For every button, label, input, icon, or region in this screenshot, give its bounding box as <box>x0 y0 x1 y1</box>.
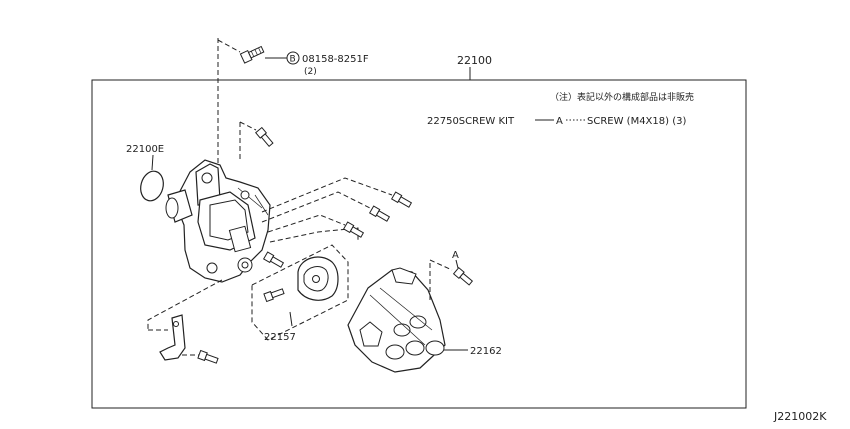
cap-screw-ref: A <box>452 250 459 261</box>
rotor-kit-label: 22157 <box>264 332 296 343</box>
screw-kit-screw: SCREW (M4X18) (3) <box>587 116 686 127</box>
housing-screw-top <box>239 121 274 160</box>
cap-label: 22162 <box>470 346 502 357</box>
o-ring-leader <box>151 154 154 171</box>
drawing-code: J221002K <box>773 410 827 423</box>
screw-kit-callout: 22750SCREW KIT A SCREW (M4X18) (3) <box>427 116 686 127</box>
bolt-prefix: B <box>290 55 296 65</box>
rotor-kit-part: 22157 <box>251 244 349 343</box>
screw-icon <box>342 221 365 238</box>
bracket-assembly <box>147 279 223 364</box>
assembly-number-label: 22100 <box>457 54 492 67</box>
screw-icon <box>197 349 219 364</box>
bolt-prefix-circle <box>286 51 300 65</box>
bolt-part-number: 08158-8251F <box>302 54 369 65</box>
screw-icon <box>262 251 285 268</box>
rotor-kit-outline <box>251 244 349 341</box>
distributor-housing <box>165 159 271 283</box>
screw-kit-ref: A <box>556 116 563 127</box>
screw-icon <box>368 205 391 222</box>
screw-kit-part: 22750SCREW KIT <box>427 116 515 127</box>
bolt-callout: B 08158-8251F (2) <box>217 38 369 238</box>
distributor-cap-part: 22162 <box>347 267 502 373</box>
o-ring-icon <box>140 170 164 202</box>
housing-screws-right <box>261 177 413 268</box>
screw-icon <box>263 288 285 303</box>
bolt-icon <box>239 45 265 64</box>
bolt-qty: (2) <box>304 67 317 77</box>
bolt-dash-stub <box>217 39 241 53</box>
assembly-frame <box>91 79 747 409</box>
screw-icon <box>255 126 274 148</box>
o-ring-label: 22100E <box>126 144 164 155</box>
rotor-kit-leader <box>289 311 293 327</box>
o-ring-part: 22100E <box>126 144 164 202</box>
screw-icon <box>390 191 413 208</box>
bracket-icon <box>159 314 186 361</box>
note-text: （注）表記以外の構成部品は非販売 <box>550 91 694 103</box>
screw-icon <box>452 267 474 286</box>
cap-screw: A <box>429 250 474 300</box>
